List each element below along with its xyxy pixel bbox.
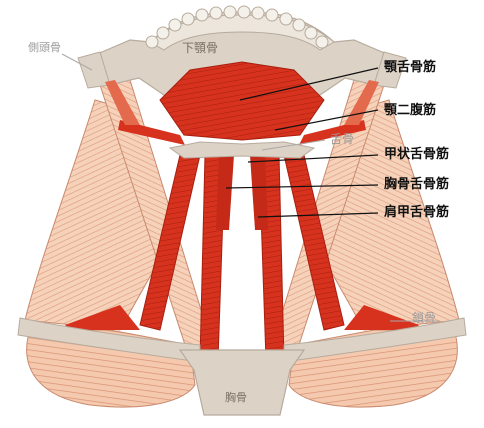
leader-sternohyoid [225, 184, 379, 189]
leader-lines [225, 67, 379, 218]
hyoid-label: 舌骨 [330, 132, 355, 146]
thyrohyoid-label: 甲状舌骨筋 [384, 147, 450, 162]
stylohyoid-left [105, 80, 140, 125]
red-patch-right [344, 305, 419, 330]
mandible-label: 下顎骨 [182, 41, 219, 55]
stylohyoid-right [344, 80, 379, 125]
digastric-left [118, 120, 185, 145]
omohyoid-label: 肩甲舌骨筋 [384, 205, 450, 220]
leader-digastric [274, 109, 379, 131]
digastric-label: 顎二腹筋 [384, 103, 437, 118]
clavicle-label: 鎖骨 [412, 311, 437, 325]
sternum-label: 胸骨 [225, 391, 247, 404]
temporal-label: 側頭骨 [28, 41, 61, 54]
digastric-right [299, 120, 366, 145]
sternohyoid-label: 胸骨舌骨筋 [384, 177, 450, 192]
thyrohyoid-right [250, 155, 268, 230]
leader-thyrohyoid [247, 154, 379, 163]
grey-leader-lines [61, 53, 440, 322]
red-patch-left [65, 305, 140, 330]
leader-temporal [61, 53, 93, 71]
geniohyoid-label: 顎舌骨筋 [384, 60, 437, 75]
leader-hyoid [261, 139, 326, 151]
teeth [145, 5, 329, 49]
hyoid-bone [168, 141, 316, 159]
thyrohyoid-left [216, 155, 234, 230]
leader-geniohyoid [239, 67, 379, 101]
leader-omohyoid [257, 212, 379, 218]
sternum-bone [178, 349, 306, 416]
mylohyoid-muscle [159, 61, 325, 141]
